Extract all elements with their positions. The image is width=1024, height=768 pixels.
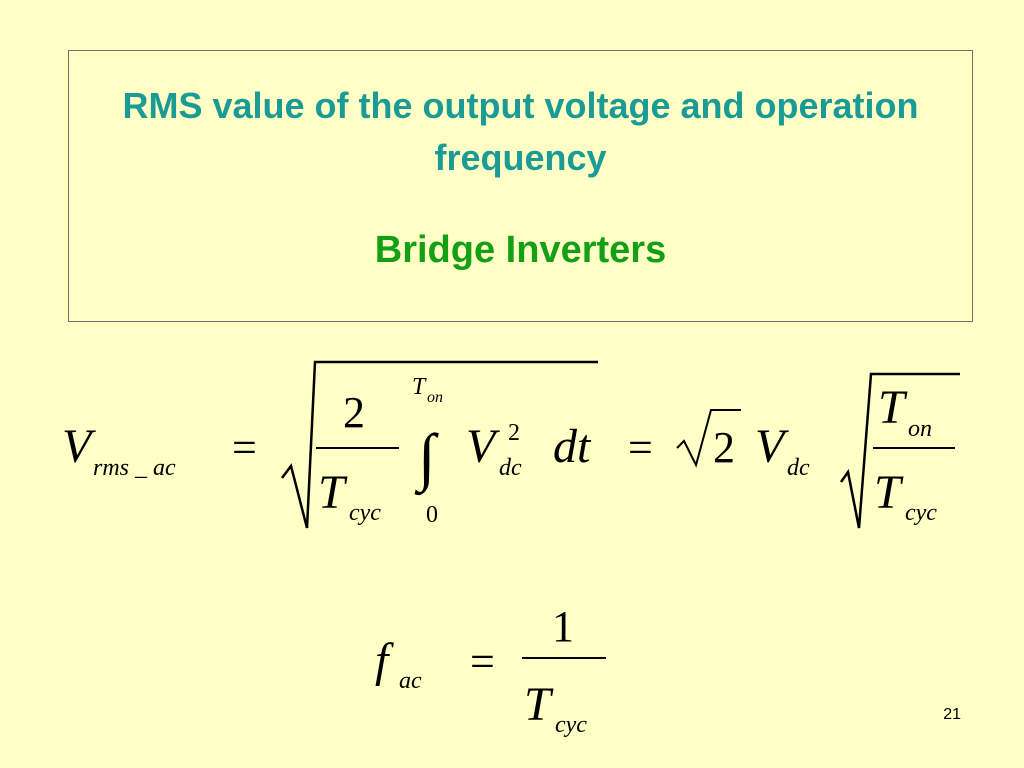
- eq1-frac-numerator: 2: [343, 388, 365, 437]
- eq1-rhs-symbol: V: [755, 420, 789, 473]
- eq1-equals-2: =: [628, 423, 653, 472]
- equation-rms: V rms _ ac = 2 T cyc T on ∫ 0 V 2 dc dt …: [62, 360, 960, 529]
- eq1-lhs-symbol: V: [62, 420, 96, 473]
- eq1-integral-upper-symbol: T: [412, 374, 427, 400]
- eq1-frac-denominator-symbol: T: [318, 466, 348, 519]
- eq1-frac-denominator-subscript: cyc: [349, 500, 381, 526]
- eq1-sqrt-constant: 2: [713, 423, 735, 472]
- eq1-ratio-denominator-subscript: cyc: [905, 500, 937, 526]
- eq1-integrand-subscript: dc: [499, 455, 522, 481]
- eq1-integrand-superscript: 2: [508, 420, 520, 446]
- eq1-integral-lower: 0: [426, 502, 438, 528]
- eq2-frac-numerator: 1: [552, 602, 574, 651]
- page-number: 21: [943, 706, 961, 723]
- eq2-frac-denominator-subscript: cyc: [555, 712, 587, 738]
- eq1-differential: dt: [553, 420, 592, 473]
- slide-title: RMS value of the output voltage and oper…: [122, 85, 919, 178]
- equation-frequency: f ac = 1 T cyc: [375, 602, 606, 738]
- eq1-ratio-numerator-symbol: T: [878, 381, 908, 434]
- eq1-small-radical: [676, 409, 741, 468]
- eq1-ratio-numerator-subscript: on: [908, 416, 932, 442]
- title-box: RMS value of the output voltage and oper…: [68, 50, 973, 322]
- eq1-rhs-subscript: dc: [787, 455, 810, 481]
- eq2-frac-denominator-symbol: T: [524, 678, 554, 731]
- eq1-lhs-subscript: rms _ ac: [93, 455, 176, 481]
- eq1-integral-upper-subscript: on: [427, 389, 443, 406]
- eq1-equals: =: [232, 423, 257, 472]
- eq1-integral-sign: ∫: [414, 421, 439, 496]
- eq2-lhs-symbol: f: [375, 634, 394, 687]
- slide-subtitle: Bridge Inverters: [374, 229, 667, 271]
- eq1-ratio-radical: [839, 372, 960, 529]
- eq2-equals: =: [470, 637, 495, 686]
- eq1-radical-sign: [281, 360, 598, 529]
- eq2-lhs-subscript: ac: [399, 668, 422, 694]
- eq1-ratio-denominator-symbol: T: [874, 466, 904, 519]
- eq1-integrand-symbol: V: [466, 420, 500, 473]
